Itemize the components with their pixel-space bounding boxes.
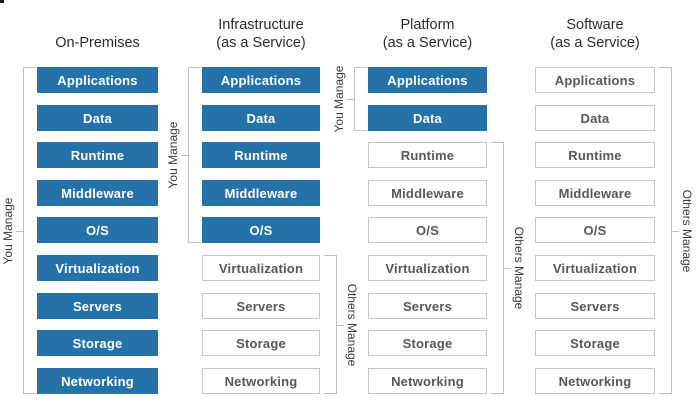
layer-box-applications: Applications bbox=[202, 67, 320, 93]
layer-box-data: Data bbox=[202, 105, 320, 131]
layer-box-servers: Servers bbox=[535, 293, 655, 319]
layer-box-applications: Applications bbox=[535, 67, 655, 93]
you-manage-label: You Manage bbox=[332, 65, 346, 133]
layer-box-o-s: O/S bbox=[535, 217, 655, 243]
column-title-line1: On-Premises bbox=[55, 34, 140, 51]
layer-box-applications: Applications bbox=[37, 67, 158, 93]
manage-bracket-line bbox=[337, 325, 344, 326]
layer-box-data: Data bbox=[535, 105, 655, 131]
layer-box-servers: Servers bbox=[202, 293, 320, 319]
layer-box-data: Data bbox=[37, 105, 158, 131]
layer-box-runtime: Runtime bbox=[535, 142, 655, 168]
layer-box-networking: Networking bbox=[368, 368, 487, 394]
layer-box-storage: Storage bbox=[202, 330, 320, 356]
manage-bracket-line bbox=[347, 99, 354, 100]
column-header-saas: Software(as a Service) bbox=[505, 8, 685, 52]
layer-box-data: Data bbox=[368, 105, 487, 131]
column-title-line2: (as a Service) bbox=[382, 34, 473, 51]
manage-bracket-line bbox=[659, 67, 672, 68]
layer-box-networking: Networking bbox=[535, 368, 655, 394]
manage-bracket-line bbox=[188, 67, 189, 243]
column-header-on-premises: On-Premises bbox=[7, 8, 188, 52]
layer-box-runtime: Runtime bbox=[202, 142, 320, 168]
layer-box-storage: Storage bbox=[535, 330, 655, 356]
layer-box-virtualization: Virtualization bbox=[202, 255, 320, 281]
layer-box-o-s: O/S bbox=[368, 217, 487, 243]
manage-bracket-line bbox=[16, 231, 23, 232]
manage-bracket-line bbox=[324, 255, 337, 256]
manage-bracket-line bbox=[23, 67, 36, 68]
layer-box-middleware: Middleware bbox=[368, 180, 487, 206]
layer-box-storage: Storage bbox=[37, 330, 158, 356]
column-header-iaas: Infrastructure(as a Service) bbox=[172, 8, 350, 52]
manage-bracket-line bbox=[324, 393, 337, 394]
column-title-line1: Infrastructure bbox=[218, 17, 304, 33]
manage-bracket-line bbox=[504, 268, 511, 269]
manage-bracket-line bbox=[188, 242, 201, 243]
layer-box-networking: Networking bbox=[37, 368, 158, 394]
layer-box-servers: Servers bbox=[37, 293, 158, 319]
corner-artifact bbox=[0, 0, 4, 3]
column-title-line2: (as a Service) bbox=[550, 34, 640, 51]
you-manage-label: You Manage bbox=[1, 197, 15, 265]
layer-box-virtualization: Virtualization bbox=[535, 255, 655, 281]
layer-box-servers: Servers bbox=[368, 293, 487, 319]
layer-box-applications: Applications bbox=[368, 67, 487, 93]
others-manage-label: Others Manage bbox=[512, 226, 526, 310]
manage-bracket-line bbox=[181, 155, 188, 156]
column-title-line2: (as a Service) bbox=[216, 34, 306, 51]
layer-box-virtualization: Virtualization bbox=[37, 255, 158, 281]
layer-box-middleware: Middleware bbox=[535, 180, 655, 206]
column-header-paas: Platform(as a Service) bbox=[338, 8, 517, 52]
manage-bracket-line bbox=[188, 67, 201, 68]
manage-bracket-line bbox=[354, 130, 367, 131]
layer-box-middleware: Middleware bbox=[37, 180, 158, 206]
manage-bracket-line bbox=[23, 393, 36, 394]
layer-box-networking: Networking bbox=[202, 368, 320, 394]
layer-box-virtualization: Virtualization bbox=[368, 255, 487, 281]
manage-bracket-line bbox=[672, 231, 679, 232]
manage-bracket-line bbox=[671, 67, 672, 394]
manage-bracket-line bbox=[354, 67, 367, 68]
column-title-line1: Software bbox=[566, 17, 624, 33]
layer-box-o-s: O/S bbox=[37, 217, 158, 243]
column-title-line1: Platform bbox=[400, 17, 455, 33]
manage-bracket-line bbox=[491, 393, 504, 394]
layer-box-o-s: O/S bbox=[202, 217, 320, 243]
layer-box-runtime: Runtime bbox=[368, 142, 487, 168]
layer-box-storage: Storage bbox=[368, 330, 487, 356]
others-manage-label: Others Manage bbox=[345, 283, 359, 367]
others-manage-label: Others Manage bbox=[680, 189, 694, 273]
manage-bracket-line bbox=[659, 393, 672, 394]
manage-bracket-line bbox=[354, 67, 355, 131]
manage-bracket-line bbox=[336, 255, 337, 394]
layer-box-runtime: Runtime bbox=[37, 142, 158, 168]
manage-bracket-line bbox=[503, 142, 504, 394]
manage-bracket-line bbox=[491, 142, 504, 143]
layer-box-middleware: Middleware bbox=[202, 180, 320, 206]
manage-bracket-line bbox=[23, 67, 24, 394]
you-manage-label: You Manage bbox=[166, 121, 180, 189]
